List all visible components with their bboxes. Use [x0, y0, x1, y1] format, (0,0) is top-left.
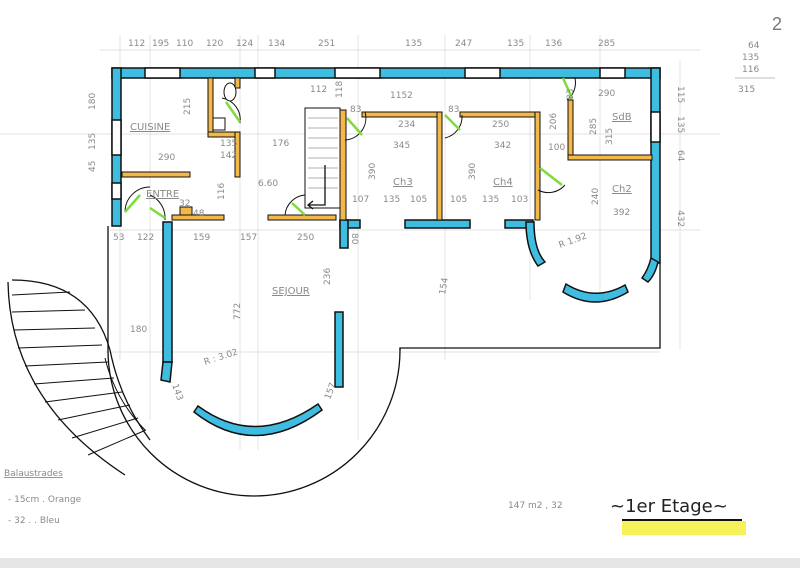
dimension-label: 80 [349, 233, 359, 245]
dimension-label: 250 [297, 233, 314, 243]
dimension-label: - 15cm . Orange [8, 495, 82, 505]
dimension-label: 100 [548, 143, 565, 153]
dimension-label: 772 [233, 303, 243, 320]
title-highlight [622, 521, 746, 535]
dimension-label: 390 [368, 163, 378, 180]
dim-top: 124 [236, 39, 253, 49]
room-ch3: Ch3 [393, 177, 413, 188]
room-cuisine: CUISINE [130, 122, 170, 133]
dimension-label: 116 [217, 183, 227, 200]
exterior-stair [7, 279, 151, 476]
dimension-label: 342 [494, 141, 511, 151]
dimension-label: 290 [598, 89, 615, 99]
dim-top: 134 [268, 39, 285, 49]
dimension-label: 159 [193, 233, 210, 243]
dimension-label: 122 [137, 233, 154, 243]
dimension-label: 390 [468, 163, 478, 180]
dimension-label: 135 [482, 195, 499, 205]
dimension-label: - 32 . . Bleu [8, 516, 60, 526]
dimension-label: 157 [240, 233, 257, 243]
dim-top: 251 [318, 39, 335, 49]
dim-top: 112 [128, 39, 145, 49]
dim-top: 110 [176, 39, 193, 49]
dimension-label: 112 [310, 85, 327, 95]
room-ch4: Ch4 [493, 177, 513, 188]
dim-left: 180 [88, 93, 98, 110]
dimension-label: 240 [591, 188, 601, 205]
dimension-label: 234 [398, 120, 415, 130]
dimension-label: 135 [383, 195, 400, 205]
dim-top: 247 [455, 39, 472, 49]
dimension-label: 176 [272, 139, 289, 149]
dimension-label: 180 [130, 325, 147, 335]
dimension-label: 53 [113, 233, 124, 243]
dimension-label: 345 [393, 141, 410, 151]
dimension-label: Balaustrades [4, 469, 63, 479]
dimension-label: 135 [742, 53, 759, 63]
dimension-label: 315 [738, 85, 755, 95]
dimension-label: 83 [566, 89, 576, 100]
dimension-label: 118 [335, 81, 345, 98]
dimension-label: 103 [511, 195, 528, 205]
dim-top: 195 [152, 39, 169, 49]
total-area: 147 m2 , 32 [508, 501, 563, 511]
dimension-label: 64 [748, 41, 760, 51]
doors [124, 77, 576, 221]
dimension-label: 315 [605, 128, 615, 145]
dim-right: 115 [675, 86, 685, 103]
dimension-label: 290 [158, 153, 175, 163]
dim-left: 135 [88, 133, 98, 150]
staircase [304, 107, 341, 210]
floor-title: ~1er Etage~ [610, 496, 728, 517]
dimension-label: 107 [352, 195, 369, 205]
dimension-label: 48 [193, 209, 205, 219]
dimension-label: 105 [410, 195, 427, 205]
partition-walls-orange [121, 77, 653, 221]
dim-top: 135 [507, 39, 524, 49]
dimension-label: 83 [350, 105, 361, 115]
room-ch2: Ch2 [612, 184, 632, 195]
room-labels: CUISINE ENTRE SEJOUR Ch3 Ch4 Ch2 SdB [130, 112, 632, 297]
dim-right: 64 [675, 150, 685, 162]
dimension-label: 32 [179, 199, 190, 209]
dim-top: 285 [598, 39, 615, 49]
outer-walls [104, 67, 661, 497]
dimension-label: 116 [742, 65, 759, 75]
dim-top: 136 [545, 39, 562, 49]
dimension-label: 83 [448, 105, 459, 115]
dim-right: 135 [675, 116, 685, 133]
room-sdb: SdB [612, 112, 632, 123]
dimension-label: 6.60 [258, 179, 278, 189]
dimension-label: 154 [438, 277, 451, 296]
dimension-label: 105 [450, 195, 467, 205]
dimension-label: 250 [492, 120, 509, 130]
page-number: 2 [772, 14, 782, 34]
dim-left: 45 [88, 161, 98, 172]
legend: Balaustrades - 15cm . Orange - 32 . . Bl… [4, 469, 82, 526]
dimension-label: 236 [323, 268, 333, 285]
dimension-label: 285 [589, 118, 599, 135]
dimension-label: 206 [549, 113, 559, 130]
dim-top: 120 [206, 39, 223, 49]
wc-fixtures [212, 82, 237, 131]
dim-top: 135 [405, 39, 422, 49]
page-edge [0, 558, 800, 568]
dimension-label: 215 [183, 98, 193, 115]
balustrade-walls-blue [160, 219, 659, 437]
corner-sum: 64 135 116 315 [735, 41, 775, 95]
dimension-label: 1152 [390, 91, 413, 101]
room-entree: ENTRE [146, 189, 179, 200]
room-sejour: SEJOUR [272, 286, 310, 297]
dimension-label: 135 [220, 139, 237, 149]
dimension-label: 392 [613, 208, 630, 218]
dim-right: 432 [675, 210, 685, 227]
dimension-label: 142 [220, 151, 237, 161]
